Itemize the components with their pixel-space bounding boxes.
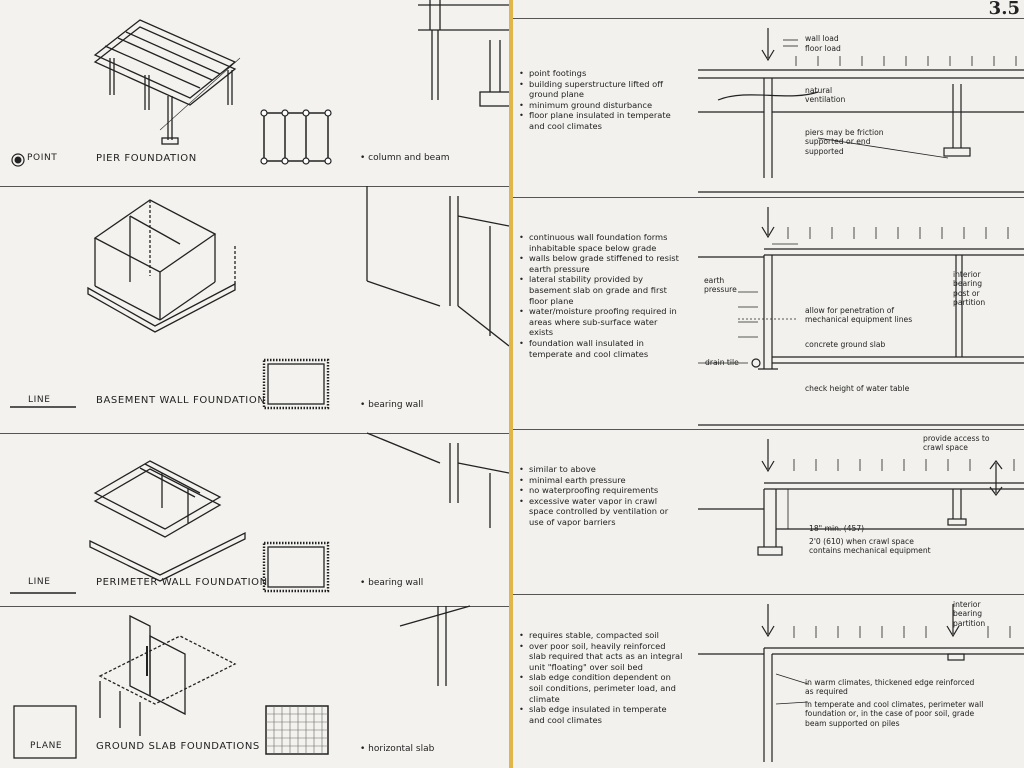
- perimeter-foundation-isometric: [10, 432, 510, 594]
- slab-foundation-isometric: [13, 605, 471, 759]
- left-page: POINT PIER FOUNDATION • column and beam …: [0, 0, 511, 768]
- min-height-label: 18" min. (457): [809, 524, 865, 533]
- water-table-label: check height of water table: [805, 384, 910, 393]
- row-title: PERIMETER WALL FOUNDATION: [96, 577, 268, 588]
- top-rule: [513, 18, 1024, 19]
- slab-section-diagram: [698, 604, 1024, 762]
- bullet-item: slab edge insulated in temperate and coo…: [519, 704, 683, 725]
- row-divider: [0, 433, 509, 434]
- pier-grid-plan: [263, 112, 329, 162]
- row-divider: [0, 186, 509, 187]
- row-type-label: LINE: [28, 395, 51, 405]
- floor-load-label: floor load: [805, 44, 841, 53]
- bullet-item: over poor soil, heavily reinforced slab …: [519, 641, 683, 673]
- pier-section-diagram: [698, 28, 1024, 193]
- row-divider: [513, 594, 1024, 595]
- row-divider: [513, 429, 1024, 430]
- row-note: • bearing wall: [360, 578, 424, 588]
- slab-grid-plan: [265, 705, 329, 755]
- row-type-label: PLANE: [30, 741, 63, 751]
- row-divider: [0, 606, 509, 607]
- row-title: BASEMENT WALL FOUNDATION: [96, 395, 266, 406]
- bullet-item: floor plane insulated in temperate and c…: [519, 110, 679, 131]
- bullet-item: minimum ground disturbance: [519, 100, 679, 111]
- plane-symbol-icon: [13, 705, 77, 759]
- crawl-access-label: provide access to crawl space: [923, 434, 990, 453]
- earth-pressure-label: earth pressure: [704, 276, 737, 295]
- piers-label: piers may be friction supported or end s…: [805, 128, 884, 156]
- interior-bearing-label: interior bearing post or partition: [953, 270, 986, 308]
- bullet-item: minimal earth pressure: [519, 475, 679, 486]
- bullet-item: foundation wall insulated in temperate a…: [519, 338, 681, 359]
- row-title: PIER FOUNDATION: [96, 153, 197, 164]
- right-page: 3.5 point footings building superstructu…: [513, 0, 1024, 768]
- point-symbol-icon: [11, 153, 25, 167]
- basement-bullets: continuous wall foundation forms inhabit…: [519, 232, 681, 359]
- row-note: • column and beam: [360, 153, 450, 163]
- perimeter-wall-label: in temperate and cool climates, perimete…: [805, 700, 984, 728]
- pier-bullets: point footings building superstructure l…: [519, 68, 679, 132]
- thickened-edge-label: in warm climates, thickened edge reinfor…: [805, 678, 975, 697]
- basement-foundation-isometric: [10, 186, 510, 410]
- row-title: GROUND SLAB FOUNDATIONS: [96, 741, 260, 752]
- row-divider: [513, 197, 1024, 198]
- penetration-label: allow for penetration of mechanical equi…: [805, 306, 913, 325]
- row-type-label: POINT: [27, 153, 58, 163]
- slab-bullets: requires stable, compacted soil over poo…: [519, 630, 683, 725]
- basement-section-diagram: [698, 207, 1024, 426]
- perimeter-plan-rect: [262, 541, 330, 593]
- row-note: • horizontal slab: [360, 744, 435, 754]
- row-note: • bearing wall: [360, 400, 424, 410]
- bullet-item: excessive water vapor in crawl space con…: [519, 496, 679, 528]
- page-number: 3.5: [988, 0, 1020, 19]
- bullet-item: water/moisture proofing required in area…: [519, 306, 681, 338]
- bullet-item: similar to above: [519, 464, 679, 475]
- wall-load-label: wall load: [805, 34, 839, 43]
- bullet-item: continuous wall foundation forms inhabit…: [519, 232, 681, 253]
- basement-plan-rect: [262, 358, 330, 410]
- bullet-item: point footings: [519, 68, 679, 79]
- concrete-slab-label: concrete ground slab: [805, 340, 886, 349]
- drain-tile-label: drain tile: [705, 358, 739, 367]
- row-type-label: LINE: [28, 577, 51, 587]
- interior-bearing-partition-label: interior bearing partition: [953, 600, 986, 628]
- crawl-equipment-label: 2'0 (610) when crawl space contains mech…: [809, 537, 931, 556]
- bullet-item: building superstructure lifted off groun…: [519, 79, 679, 100]
- bullet-item: no waterproofing requirements: [519, 485, 679, 496]
- bullet-item: lateral stability provided by basement s…: [519, 274, 681, 306]
- page-gutter: [509, 0, 513, 768]
- perimeter-section-diagram: [698, 439, 1024, 556]
- bullet-item: requires stable, compacted soil: [519, 630, 683, 641]
- bullet-item: slab edge condition dependent on soil co…: [519, 672, 683, 704]
- ventilation-label: natural ventilation: [805, 86, 846, 105]
- bullet-item: walls below grade stiffened to resist ea…: [519, 253, 681, 274]
- perimeter-bullets: similar to above minimal earth pressure …: [519, 464, 679, 528]
